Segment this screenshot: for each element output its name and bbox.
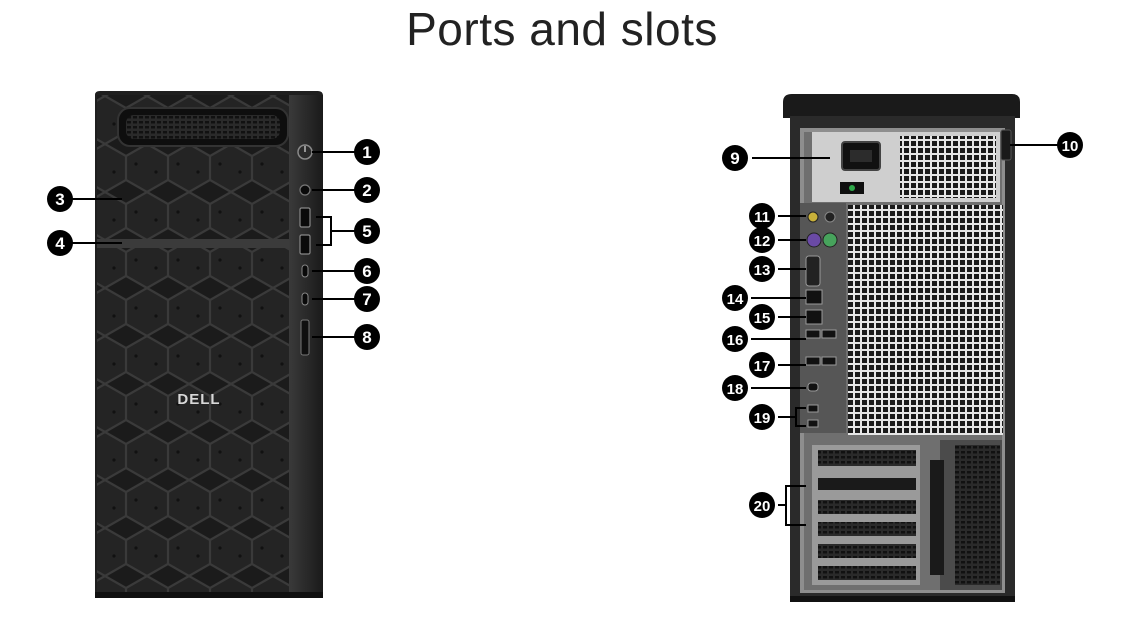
callout-number: 4 bbox=[55, 234, 65, 253]
callout-number: 19 bbox=[754, 410, 771, 427]
callout-number: 13 bbox=[754, 262, 771, 279]
rear-callout-12: 12 bbox=[749, 227, 775, 253]
rear-vent-mesh bbox=[848, 205, 1003, 435]
ps2-port-icon bbox=[806, 232, 822, 248]
usb-c-port-icon bbox=[301, 264, 309, 278]
drive-bay-line bbox=[97, 239, 289, 248]
front-callout-4: 4 bbox=[47, 230, 73, 256]
usb-a-port-icon bbox=[805, 356, 821, 366]
callout-number: 5 bbox=[362, 222, 371, 241]
usb-a-port-icon bbox=[299, 207, 311, 228]
callout-number: 9 bbox=[730, 149, 739, 168]
usb-a-port-icon bbox=[299, 234, 311, 255]
ps2-port-icon bbox=[822, 232, 838, 248]
padlock-ring-icon bbox=[1000, 129, 1012, 161]
callout-number: 2 bbox=[362, 181, 371, 200]
audio-jack-icon bbox=[299, 184, 311, 196]
serial-port-icon bbox=[805, 255, 821, 287]
rear-callout-9: 9 bbox=[722, 145, 748, 171]
callout-number: 17 bbox=[754, 358, 771, 375]
front-callout-5: 5 bbox=[354, 218, 380, 244]
callout-number: 7 bbox=[362, 290, 371, 309]
rear-callout-19: 19 bbox=[749, 404, 775, 430]
ps2-port-icon bbox=[824, 211, 836, 223]
front-callout-1: 1 bbox=[354, 139, 380, 165]
sd-card-slot-icon bbox=[300, 319, 310, 356]
callout-number: 16 bbox=[727, 332, 744, 349]
usb-c-port-icon bbox=[301, 292, 309, 306]
rear-callout-16: 16 bbox=[722, 326, 748, 352]
ps2-port-icon bbox=[807, 211, 819, 223]
rear-callout-17: 17 bbox=[749, 352, 775, 378]
front-callout-6: 6 bbox=[354, 258, 380, 284]
rear-callout-10: 10 bbox=[1057, 132, 1083, 158]
front-callout-2: 2 bbox=[354, 177, 380, 203]
rear-callout-18: 18 bbox=[722, 375, 748, 401]
callout-number: 20 bbox=[754, 498, 771, 515]
front-leaders bbox=[72, 151, 355, 338]
front-grille bbox=[97, 95, 289, 595]
rear-callout-14: 14 bbox=[722, 285, 748, 311]
callout-number: 12 bbox=[754, 233, 771, 250]
callout-number: 1 bbox=[362, 143, 371, 162]
rear-callout-11: 11 bbox=[749, 203, 775, 229]
front-callout-8: 8 bbox=[354, 324, 380, 350]
front-callout-3: 3 bbox=[47, 186, 73, 212]
ethernet-port-icon bbox=[805, 309, 823, 325]
front-view: DELL bbox=[95, 91, 323, 598]
callout-number: 14 bbox=[727, 291, 744, 308]
usb-a-port-icon bbox=[805, 329, 821, 339]
rear-view bbox=[783, 94, 1020, 602]
usb-c-port-icon bbox=[807, 382, 819, 392]
displayport-icon bbox=[807, 404, 819, 413]
callout-number: 15 bbox=[754, 310, 771, 327]
ethernet-port-icon bbox=[805, 289, 823, 305]
rear-leaders bbox=[751, 144, 1058, 526]
usb-a-port-icon bbox=[821, 329, 837, 339]
displayport-icon bbox=[807, 419, 819, 428]
rear-callout-15: 15 bbox=[749, 304, 775, 330]
front-callout-7: 7 bbox=[354, 286, 380, 312]
pcie-slot-icon bbox=[812, 445, 920, 585]
callout-number: 8 bbox=[362, 328, 371, 347]
rear-callout-13: 13 bbox=[749, 256, 775, 282]
rear-callout-20: 20 bbox=[749, 492, 775, 518]
brand-logo: DELL bbox=[177, 391, 220, 408]
callout-number: 10 bbox=[1062, 138, 1079, 155]
page-title: Ports and slots bbox=[406, 3, 718, 55]
callout-number: 11 bbox=[754, 209, 770, 226]
callout-number: 6 bbox=[362, 262, 371, 281]
usb-a-port-icon bbox=[821, 356, 837, 366]
callout-number: 18 bbox=[727, 381, 744, 398]
callout-number: 3 bbox=[55, 190, 64, 209]
rear-top-cap bbox=[783, 94, 1020, 118]
